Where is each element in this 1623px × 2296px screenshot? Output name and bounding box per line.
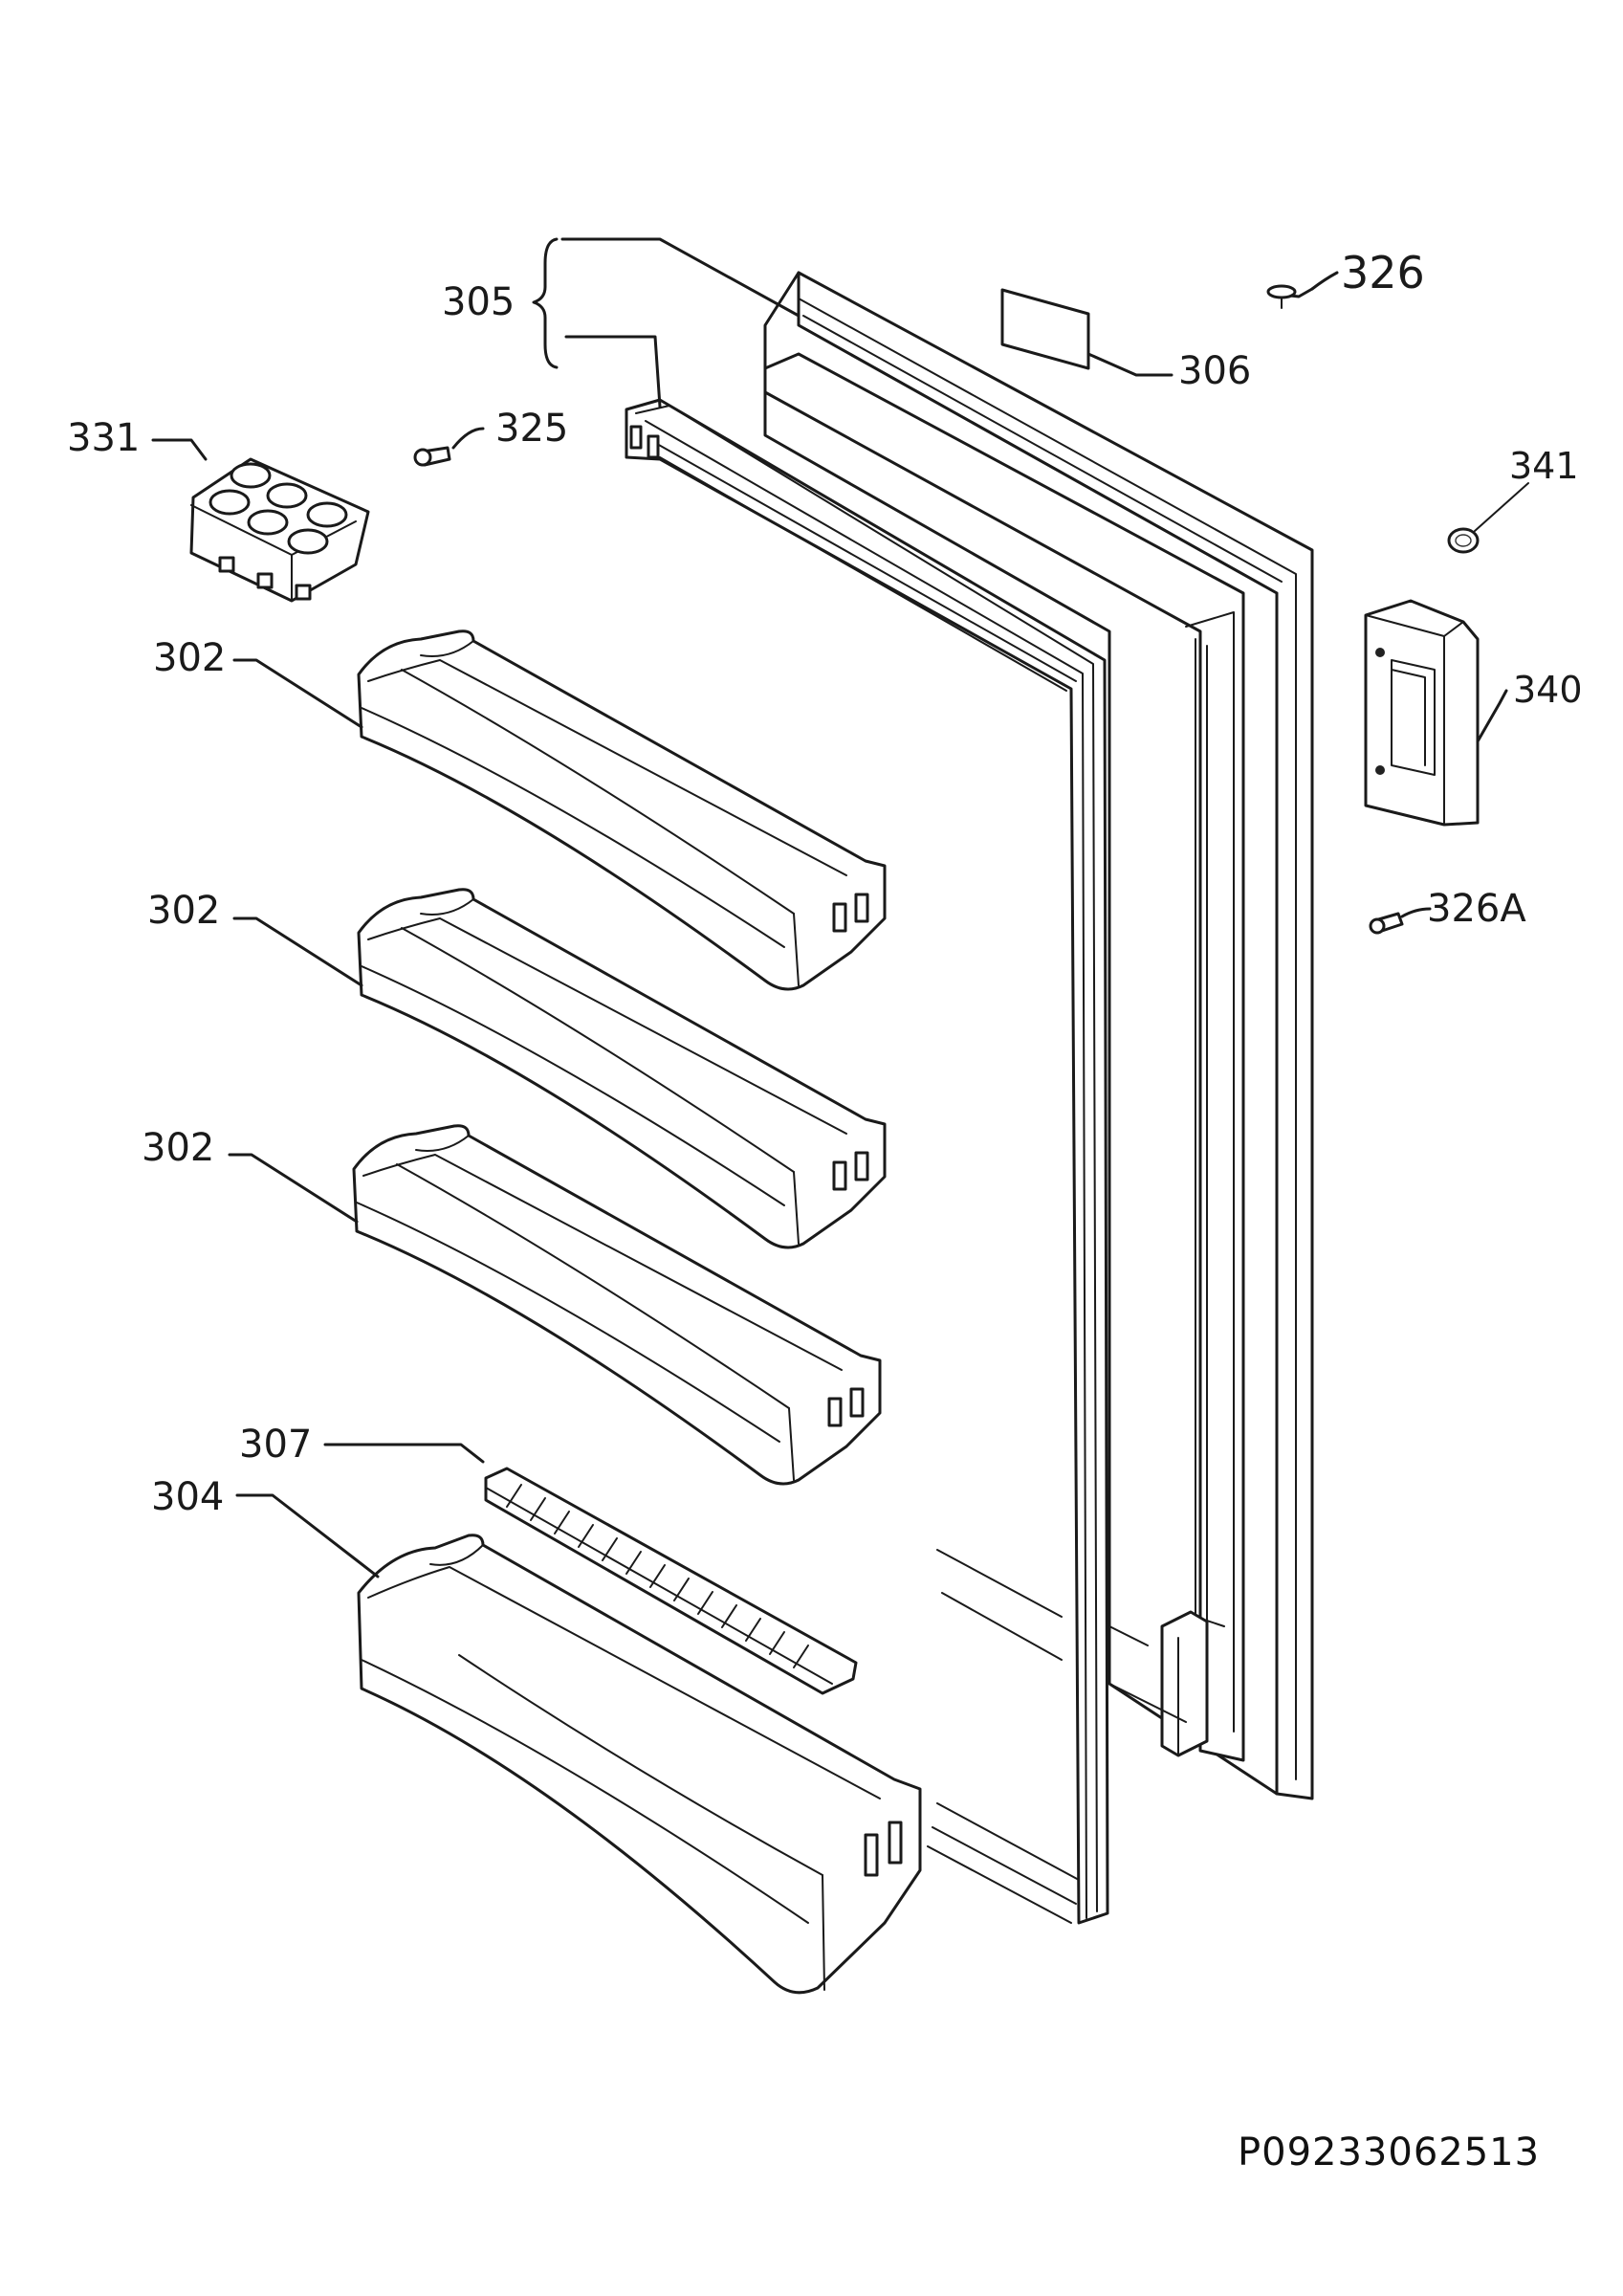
callout-326: 326 [1341,247,1425,298]
bottle-shelf-304 [235,1493,922,1995]
callout-302-top: 302 [153,636,227,680]
door-outer-panel [763,271,1314,1800]
door-shelf [232,888,887,1249]
callout-331: 331 [67,416,141,460]
bottle-retainer-307 [323,1443,858,1695]
leader-306 [1086,352,1173,377]
nut-341 [1447,482,1529,554]
callout-302-bottom: 302 [142,1126,215,1170]
callout-306: 306 [1178,349,1252,393]
callout-340: 340 [1513,669,1583,711]
callout-302-middle: 302 [147,889,221,933]
callout-341: 341 [1509,445,1579,487]
callout-325: 325 [495,407,569,451]
door-shelf [232,629,887,991]
callout-307: 307 [239,1423,313,1467]
screw-326A [1369,907,1432,935]
callout-304: 304 [151,1475,225,1519]
door-gasket [625,398,1109,1925]
callout-305: 305 [442,280,515,324]
door-shelf [228,1124,882,1486]
label-plate [1000,288,1090,370]
screw-325 [413,427,485,467]
egg-tray [151,438,370,603]
bracket-305 [532,237,801,408]
screw-326 [1266,271,1339,309]
document-id: P09233062513 [1238,2130,1541,2175]
callout-326A: 326A [1427,887,1526,931]
handle-340 [1364,599,1508,827]
